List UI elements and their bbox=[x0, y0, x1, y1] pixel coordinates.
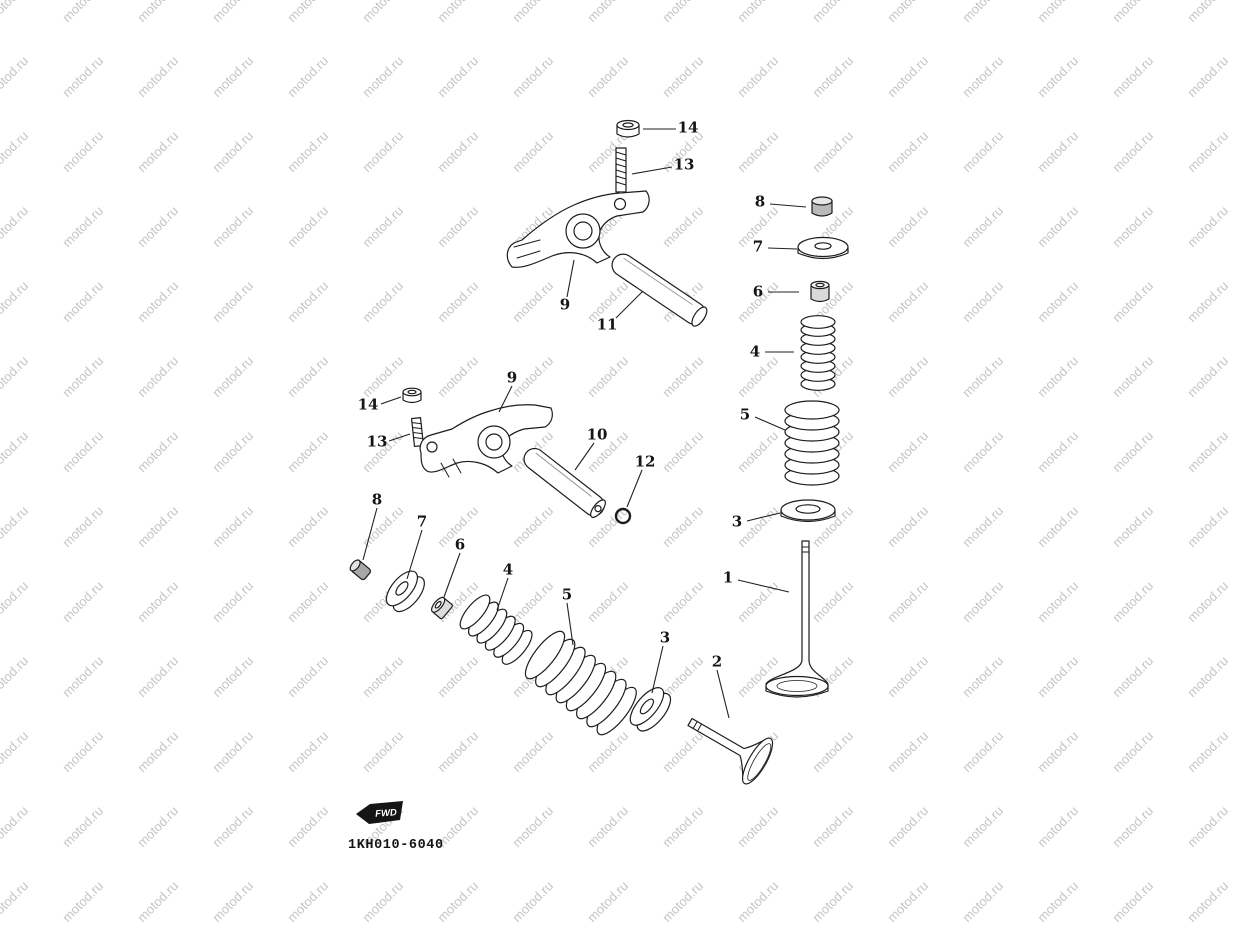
leader-line bbox=[566, 259, 575, 298]
leader-line bbox=[380, 396, 402, 405]
leader-line bbox=[737, 579, 790, 593]
spring-seat-2 bbox=[629, 687, 672, 732]
leader-line bbox=[626, 469, 643, 508]
leader-lines bbox=[362, 128, 807, 719]
leader-line bbox=[615, 290, 644, 319]
leader-line bbox=[769, 203, 807, 208]
leader-line bbox=[574, 442, 595, 471]
inner-valve-spring-2 bbox=[459, 594, 533, 665]
leader-line bbox=[406, 529, 423, 580]
leader-line bbox=[443, 552, 461, 598]
valve-2 bbox=[687, 717, 774, 785]
fwd-label: FWD bbox=[375, 807, 397, 819]
spring-retainer-1 bbox=[797, 236, 849, 260]
rocker-arm-2 bbox=[419, 404, 553, 478]
rocker-arm-1 bbox=[506, 190, 650, 268]
valve-1 bbox=[765, 540, 829, 698]
inner-valve-spring-1 bbox=[800, 315, 836, 391]
valve-seal-1 bbox=[810, 280, 830, 303]
leader-line bbox=[566, 602, 574, 646]
leader-line bbox=[496, 577, 509, 611]
leader-line bbox=[754, 416, 786, 431]
rocker-shaft-1 bbox=[611, 253, 708, 327]
diagram-code: 1KH010-6040 bbox=[348, 838, 444, 853]
valve-keeper-2 bbox=[349, 559, 372, 581]
spring-retainer-2 bbox=[385, 570, 425, 613]
fwd-arrow: FWD bbox=[356, 801, 403, 824]
o-ring bbox=[614, 507, 632, 525]
leader-line bbox=[388, 433, 411, 442]
rocker-shaft-2 bbox=[523, 447, 606, 518]
leader-line bbox=[498, 385, 513, 413]
outer-valve-spring-1 bbox=[784, 400, 840, 486]
leader-line bbox=[631, 166, 673, 175]
leader-line bbox=[746, 512, 781, 522]
valve-cap-1 bbox=[811, 196, 833, 217]
hex-nut-1 bbox=[616, 119, 640, 138]
leader-line bbox=[716, 669, 730, 719]
leader-line bbox=[651, 645, 664, 694]
spring-seat-1 bbox=[780, 499, 836, 523]
leader-line bbox=[767, 247, 798, 250]
hex-nut-2 bbox=[402, 387, 422, 404]
outer-valve-spring-2 bbox=[524, 630, 637, 736]
valve-seal-2 bbox=[431, 596, 453, 620]
leader-line bbox=[362, 507, 378, 561]
